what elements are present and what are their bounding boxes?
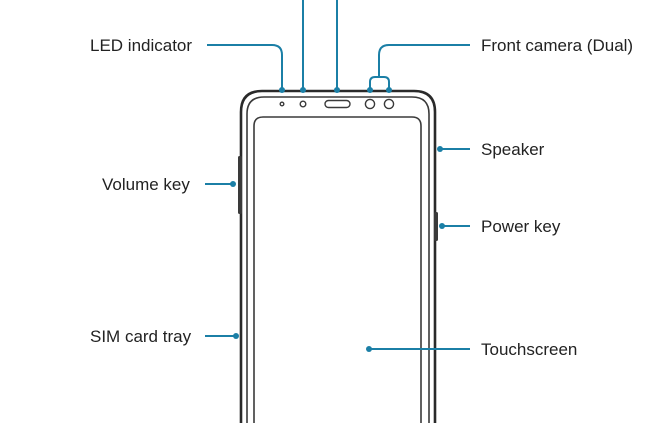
sim-card-tray-leader-end	[233, 333, 239, 339]
power-key-label: Power key	[481, 217, 561, 236]
speaker-label: Speaker	[481, 140, 545, 159]
touchscreen-label: Touchscreen	[481, 340, 577, 359]
top-sensor-leader-end	[300, 87, 306, 93]
power-key-leader-end	[439, 223, 445, 229]
touchscreen-leader-end	[366, 346, 372, 352]
front-camera-leader	[369, 44, 470, 88]
front-camera-leader-end-right	[386, 87, 392, 93]
volume-key-label: Volume key	[102, 175, 190, 194]
volume-key-leader-end	[230, 181, 236, 187]
sensor-dot	[299, 100, 307, 108]
front-camera-lens-right	[383, 98, 395, 110]
front-camera-label: Front camera (Dual)	[481, 36, 633, 55]
leader-lines	[205, 0, 470, 352]
phone-body	[238, 89, 438, 423]
front-camera-lens-left	[364, 98, 376, 110]
front-camera-leader-end-left	[367, 87, 373, 93]
led-indicator-light	[279, 101, 285, 107]
power-key-button	[434, 212, 438, 241]
led-indicator-label: LED indicator	[90, 36, 192, 55]
top-receiver-leader-end	[334, 87, 340, 93]
volume-key-button	[238, 156, 242, 214]
callout-labels: LED indicator Volume key SIM card tray F…	[90, 36, 633, 359]
earpiece-receiver	[324, 99, 351, 109]
touchscreen-panel	[253, 116, 422, 423]
led-indicator-leader	[207, 44, 283, 89]
speaker-leader-end	[437, 146, 443, 152]
led-indicator-leader-end	[279, 87, 285, 93]
sim-card-tray-label: SIM card tray	[90, 327, 192, 346]
